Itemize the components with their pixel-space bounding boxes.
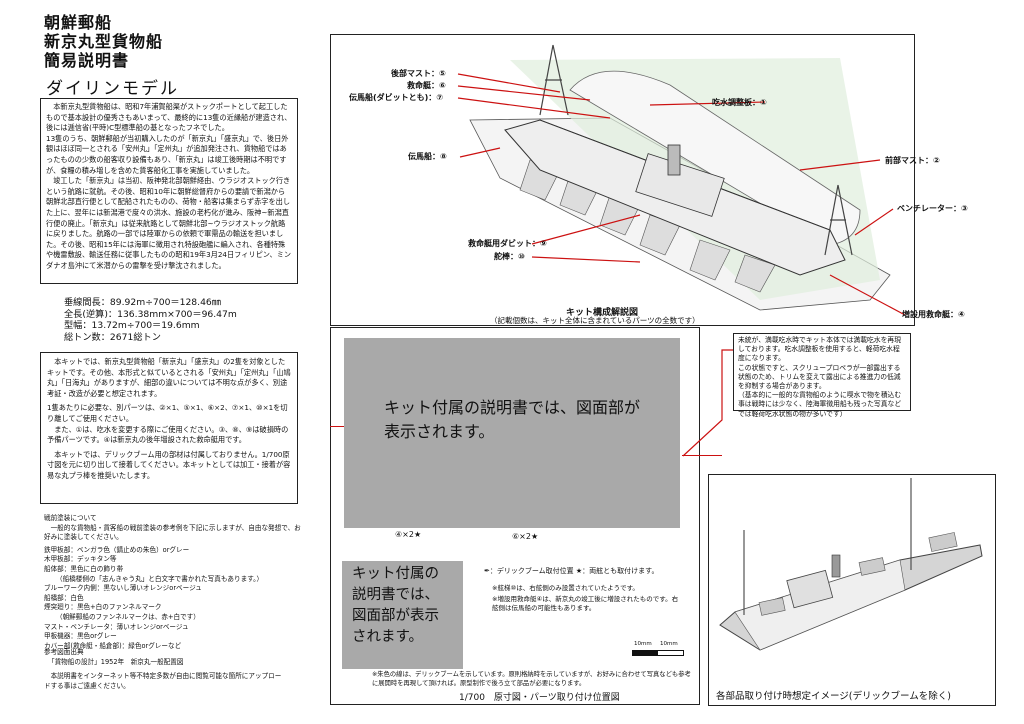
paint-lines: 鉄甲板部：ベンガラ色（錆止めの朱色）orグレー木甲板部：デッキタン等船体部：黒色… [44, 546, 302, 652]
paint-line: 甲板機器：黒色orグレー [44, 632, 117, 641]
paint-line: 木甲板部：デッキタン等 [44, 555, 117, 564]
derrick-icon: ✒ [484, 567, 490, 575]
paint-line: マスト・ベンチレータ：薄いオレンジorベージュ [44, 622, 189, 631]
draft-plate-part [569, 70, 861, 246]
assembly-subcaption: （記載個数は、キット全体に含まれているパーツの全数です） [490, 316, 700, 325]
leader-lines [457, 73, 906, 316]
kit-desc-paragraph-1: 本キットでは、新京丸型貨物船「新京丸」「盛京丸」の2隻を対象としたキットです。そ… [47, 357, 291, 398]
derrick-footnote: ※朱色の線は、デリックブームを示しています。原則格納時を示していますが、お好みに… [372, 671, 691, 687]
photo-masts [743, 478, 912, 615]
references-source: 「貨物船の設計」1952年 新京丸一般配置図 [48, 657, 184, 666]
callout-draft-plate: 吃水調整板：① [712, 98, 767, 107]
lifeboat-note: ※増設用救命艇④は、新京丸の竣工後に増設されたものです。右舷側は伝馬船の可能性も… [492, 595, 679, 612]
drawing-placeholder-large: キット付属の説明書では、図面部が表示されます。 [344, 338, 680, 528]
paint-notes: 戦前塗装について 一般的な貨物船・貨客船の戦前塗装の参考例を下記に示しますが、自… [44, 514, 302, 651]
title-line-2: 新京丸型貨物船 [44, 32, 164, 51]
paint-line: 船体部：黒色に白の飾り帯 [44, 564, 124, 573]
part4-marker: ④×2★ [395, 530, 422, 539]
paint-line: 鉄甲板部：ベンガラ色（錆止めの朱色）orグレー [44, 545, 190, 554]
spec-list: 垂線間長：89.92m÷700＝128.46㎜ 全長(逆算)：136.38mm×… [64, 297, 237, 343]
scale-bar [632, 650, 684, 656]
paint-heading: 戦前塗装について [44, 514, 97, 522]
derrick-legend: ✒：デリックブーム取付位置 ★：両舷とも取付けます。 [484, 567, 659, 575]
kit-desc-paragraph-2: 1隻あたりに必要な、別パーツは、②×1、⑤×1、⑥×2、⑦×1、⑩×1を切り離し… [47, 403, 289, 445]
photo-funnel [831, 554, 841, 578]
scale-label-2: 10mm [660, 641, 678, 647]
paint-line: 船橋部：白色 [44, 593, 84, 602]
drawing-caption: 1/700 原寸図・パーツ取り付け位置図 [459, 693, 620, 703]
spec-tonnage: 総トン数：2671総トン [64, 331, 161, 343]
references-heading: 参考図面出典 [44, 648, 84, 656]
photo-hatches [758, 532, 958, 616]
drawing-red-tick [330, 426, 344, 428]
paint-line: （朝鮮郵船のファンネルマークは、赤+白です） [56, 612, 200, 621]
drawing-placeholder-small: キット付属の説明書では、図面部が表示されます。 [342, 561, 463, 669]
assembly-caption: キット構成解説図 [566, 308, 639, 318]
callout-fore-mast: 前部マスト：② [885, 156, 940, 165]
title-line-3: 簡易説明書 [44, 51, 130, 70]
masts [539, 44, 853, 256]
paint-intro: 一般的な貨物船・貨客船の戦前塗装の参考例を下記に示しますが、自由な発想で、お好み… [44, 523, 301, 542]
brand-name: ダイリンモデル [46, 79, 179, 99]
funnel [667, 144, 681, 176]
callout-tender-davit: 伝馬船(ダビットとも)：⑦ [349, 93, 444, 102]
callout-aft-mast: 後部マスト：⑤ [391, 69, 446, 78]
scale-label-1: 10mm [634, 641, 652, 647]
callout-extra-lifeboat: 増設用救命艇：④ [902, 310, 965, 319]
callout-rudder: 舵棒：⑩ [494, 252, 525, 261]
callout-lifeboat: 救命艇：⑥ [407, 81, 446, 90]
callout-lifeboat-davit: 救命艇用ダビット：⑨ [468, 239, 547, 248]
kit-description-box: 本キットでは、新京丸型貨物船「新京丸」「盛京丸」の2隻を対象としたキットです。そ… [40, 352, 298, 504]
photo-caption: 各部品取り付け時想定イメージ(デリックブームを除く) [716, 691, 951, 702]
kit-desc-paragraph-3: 本キットでは、デリックブーム用の部材は付属しておりません。1/700原寸図を元に… [47, 449, 291, 480]
spec-length-pp: 垂線間長：89.92m÷700＝128.46㎜ [64, 297, 221, 308]
bridge-superstructure [635, 153, 725, 217]
callout-ventilator: ベンチレーター：③ [897, 204, 968, 213]
title-line-1: 朝鮮郵船 [44, 13, 113, 32]
history-paragraph-3: 竣工した「新京丸」は当初、阪神発北部朝鮮経由、ウラジオストック行きという航路に就… [46, 176, 292, 270]
draft-note-box: 未統が、満載吃水時でキット本体では満載吃水を再現しております。吃水調整板を使用す… [733, 333, 911, 418]
paint-line: （船橋楼側の「志んきゃう丸」と白文字で書かれた写真もあります。） [56, 574, 264, 583]
references-note: 本説明書をインターネット等不特定多数が自由に閲覧可能な箇所にアップロードする事は… [44, 672, 282, 690]
spec-length-oa: 全長(逆算)：136.38mm×700＝96.47m [64, 308, 237, 320]
history-box: 本新京丸型貨物船は、昭和7年浦賀船渠がストックポートとして起工したもので基本設計… [40, 98, 298, 284]
part6-marker: ⑥×2★ [512, 532, 539, 541]
paint-line: ブルーワーク内側：黒ないし薄いオレンジorベージュ [44, 584, 202, 593]
paint-line: カバー部(救命艇・船倉部)：緑色orグレーなど [44, 641, 182, 650]
callout-tender: 伝馬船：⑧ [408, 152, 447, 161]
spec-beam: 型幅：13.72m÷700＝19.6mm [64, 320, 200, 331]
history-paragraph-1: 本新京丸型貨物船は、昭和7年浦賀船渠がストックポートとして起工したもので基本設計… [46, 102, 292, 133]
photo-bridge [786, 569, 834, 609]
history-paragraph-2: 13隻のうち、朝鮮郵船が当初購入したのが「新京丸」「盛京丸」で、後日外観はほぼ同… [46, 133, 289, 175]
rudder-note: ※舷梯⑩は、右舷側のみ設置されていたようです。 [492, 584, 639, 592]
references: 参考図面出典 「貨物船の設計」1952年 新京丸一般配置図 本説明書をインターネ… [44, 648, 302, 691]
paint-line: 煙突廻り：黒色+白のファンネルマーク [44, 603, 162, 612]
